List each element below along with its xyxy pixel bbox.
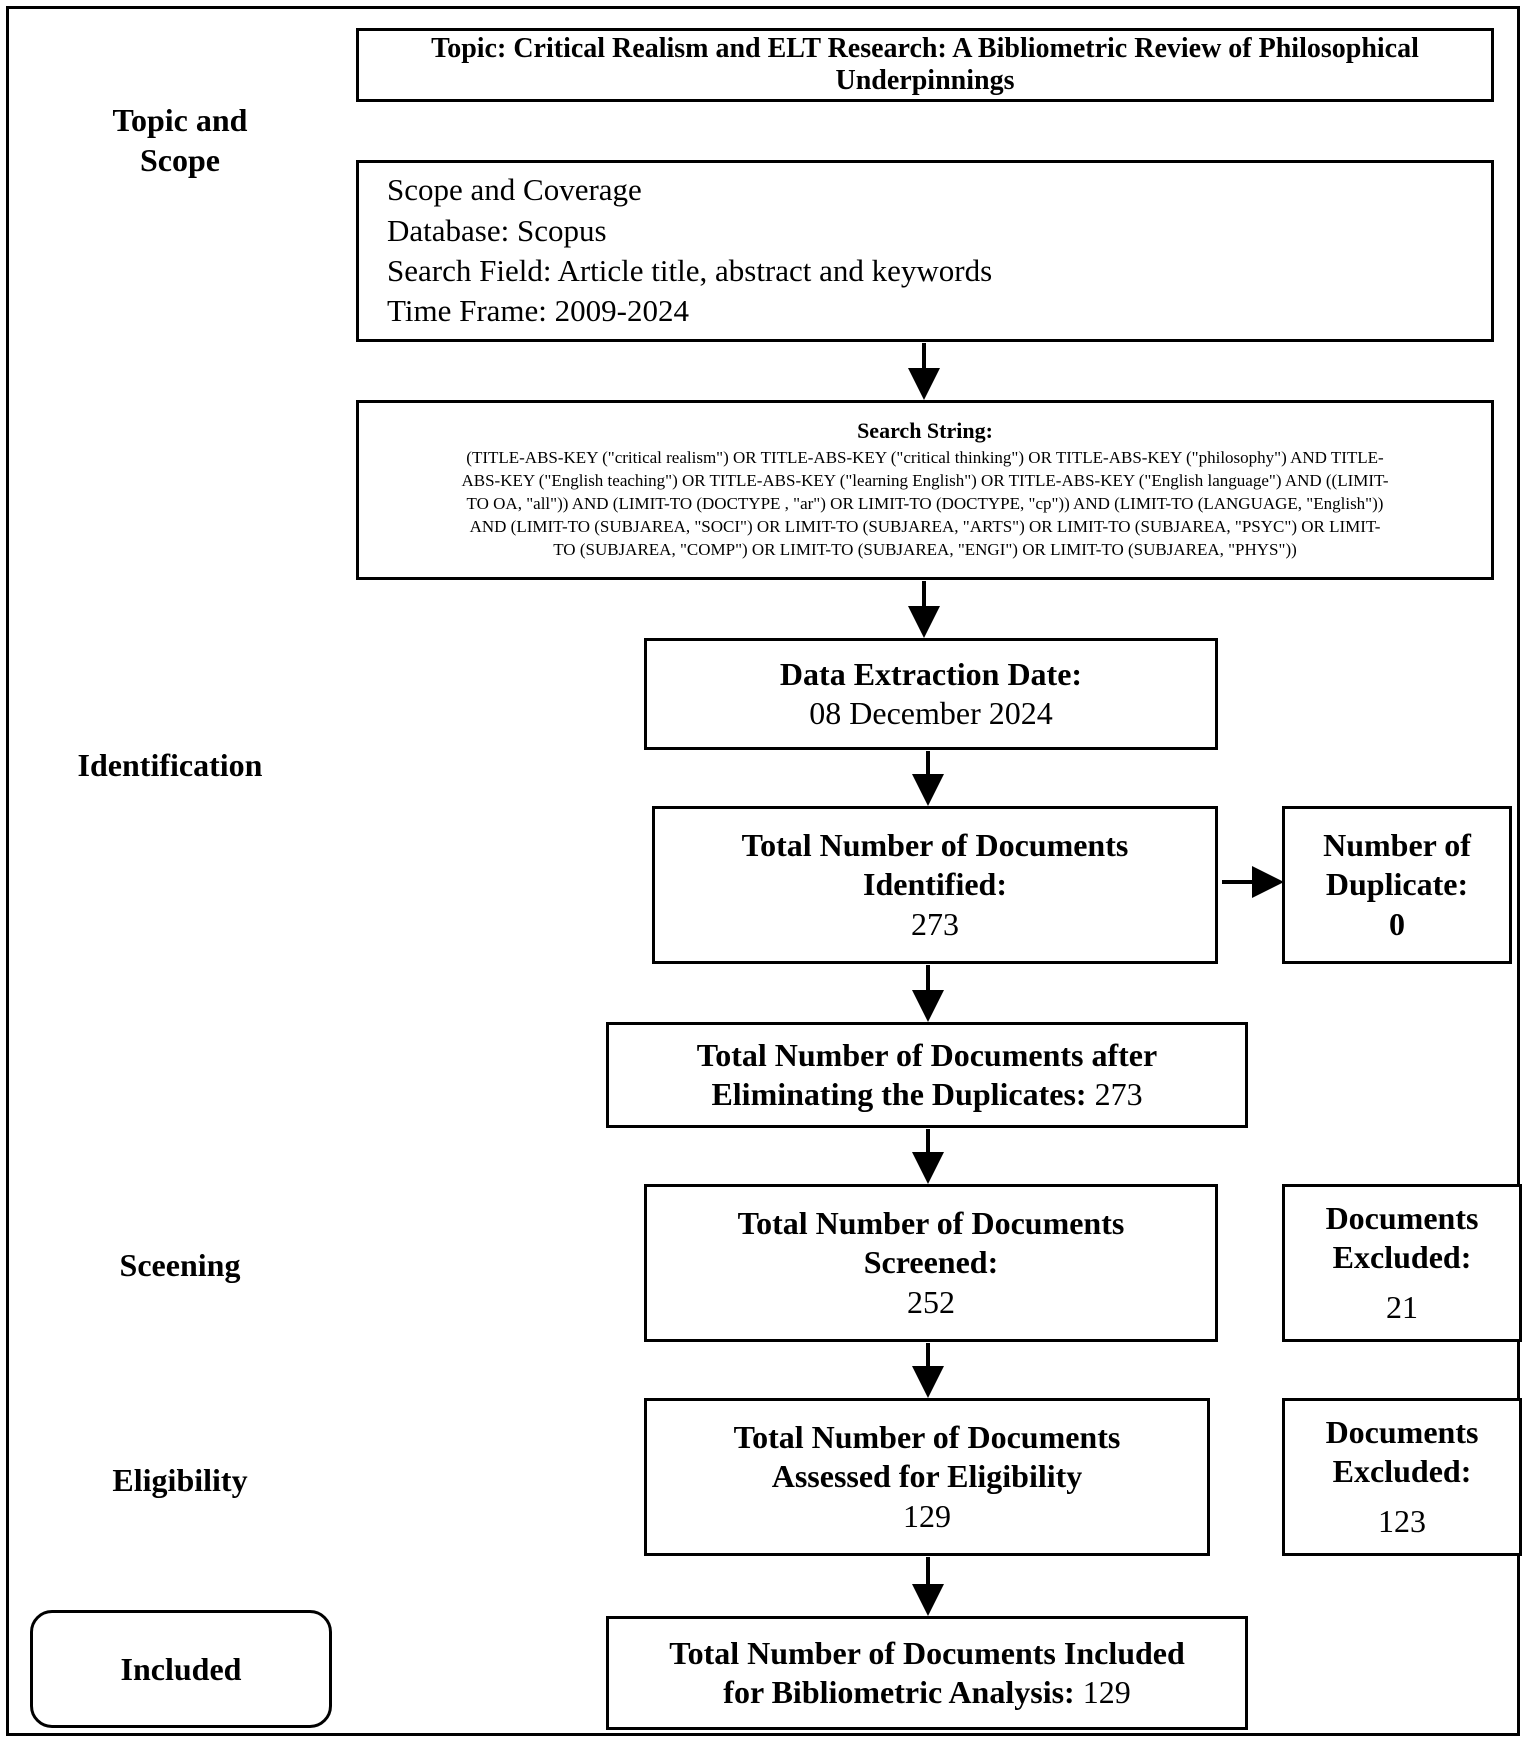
dedup-box: Total Number of Documents after Eliminat… [606,1022,1248,1128]
dedup-line-1: Total Number of Documents after [696,1036,1158,1073]
eligibility-line-2: Assessed for Eligibility [771,1458,1083,1495]
search-string-line-3: TO OA, "all")) AND (LIMIT-TO (DOCTYPE , … [466,493,1384,513]
topic-title: Critical Realism and ELT Research: A Bib… [513,32,1419,96]
included-value: 129 [1082,1674,1131,1710]
excluded-eligibility-line-1: Documents [1325,1414,1479,1451]
topic-text: Topic: Critical Realism and ELT Research… [359,33,1491,97]
topic-label: Topic: [431,32,507,64]
extraction-date-box: Data Extraction Date: 08 December 2024 [644,638,1218,750]
extraction-date-label: Data Extraction Date: [779,655,1083,692]
included-box: Total Number of Documents Included for B… [606,1616,1248,1730]
excluded-eligibility-box: Documents Excluded: 123 [1282,1398,1522,1556]
excluded-screening-box: Documents Excluded: 21 [1282,1184,1522,1342]
stage-included: Included [30,1610,332,1728]
excluded-eligibility-value: 123 [1378,1502,1426,1539]
duplicate-value: 0 [1389,905,1405,942]
scope-search-field: Search Field: Article title, abstract an… [387,253,993,288]
extraction-date-value: 08 December 2024 [809,695,1053,731]
screened-value: 252 [907,1283,955,1320]
screened-box: Total Number of Documents Screened: 252 [644,1184,1218,1342]
duplicate-box: Number of Duplicate: 0 [1282,806,1512,964]
duplicate-line-1: Number of [1323,827,1471,864]
scope-time-frame: Time Frame: 2009-2024 [387,293,689,329]
identified-line-1: Total Number of Documents [741,827,1129,864]
identified-value: 273 [911,905,959,942]
stage-eligibility: Eligibility [112,1462,248,1498]
identified-line-2: Identified: [863,866,1007,903]
outer-frame [6,6,1520,1736]
screened-line-2: Screened: [863,1244,999,1281]
dedup-value: 273 [1094,1076,1143,1112]
excluded-screening-line-2: Excluded: [1332,1239,1472,1276]
stage-included-label: Included [120,1651,242,1687]
excluded-eligibility-line-2: Excluded: [1332,1453,1472,1490]
search-string-line-5: TO (SUBJAREA, "COMP") OR LIMIT-TO (SUBJA… [553,539,1297,559]
search-string-line-4: AND (LIMIT-TO (SUBJAREA, "SOCI") OR LIMI… [469,516,1381,536]
identified-box: Total Number of Documents Identified: 27… [652,806,1218,964]
stage-topic-scope: Topic and Scope [112,102,248,178]
scope-database: Database: Scopus [387,212,607,248]
duplicate-line-2: Duplicate: [1325,866,1469,903]
eligibility-line-1: Total Number of Documents [733,1419,1121,1456]
search-string-line-2: ABS-KEY ("English teaching") OR TITLE-AB… [461,471,1389,490]
topic-box: Topic: Critical Realism and ELT Research… [356,28,1494,102]
search-string-box: Search String: (TITLE-ABS-KEY ("critical… [356,400,1494,580]
eligibility-value: 129 [903,1497,951,1534]
screened-line-1: Total Number of Documents [737,1205,1125,1242]
dedup-line-2-wrap: Eliminating the Duplicates: 273 [711,1075,1142,1114]
included-line-1: Total Number of Documents Included [669,1634,1185,1671]
search-string-title: Search String: [857,418,993,444]
included-line-2: for Bibliometric Analysis: [723,1674,1075,1710]
stage-identification: Identification [77,747,263,783]
included-line-2-wrap: for Bibliometric Analysis: 129 [723,1673,1130,1712]
dedup-line-2: Eliminating the Duplicates: [711,1076,1087,1112]
excluded-screening-value: 21 [1386,1288,1418,1325]
stage-screening: Sceening [119,1247,241,1283]
scope-heading: Scope and Coverage [387,172,642,208]
eligibility-box: Total Number of Documents Assessed for E… [644,1398,1210,1556]
scope-box: Scope and Coverage Database: Scopus Sear… [356,160,1494,342]
excluded-screening-line-1: Documents [1325,1200,1479,1237]
search-string-line-1: (TITLE-ABS-KEY ("critical realism") OR T… [466,448,1384,468]
